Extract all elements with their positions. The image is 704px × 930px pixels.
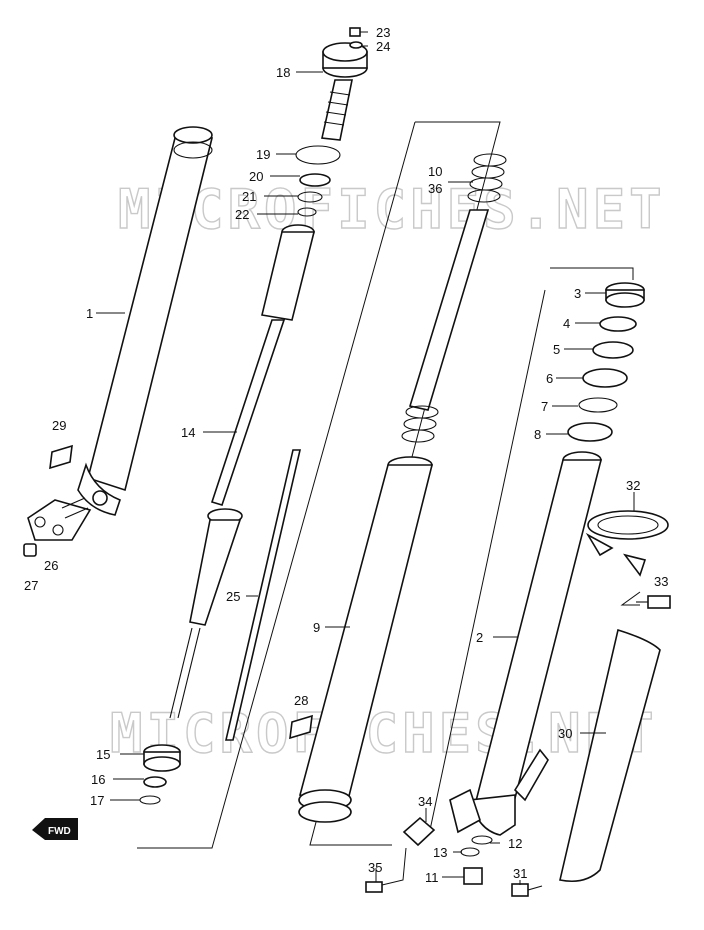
callout-19: 19: [256, 147, 270, 162]
callout-17: 17: [90, 793, 104, 808]
washer-part-24[interactable]: [349, 41, 363, 49]
callout-14: 14: [181, 425, 195, 440]
callout-29: 29: [52, 418, 66, 433]
callout-23: 23: [376, 25, 390, 40]
nut-part-27[interactable]: [23, 543, 37, 557]
o-ring-part-19[interactable]: [295, 145, 341, 165]
callout-33: 33: [654, 574, 668, 589]
ring-part-12[interactable]: [471, 835, 493, 845]
callout-13: 13: [433, 845, 447, 860]
callout-20: 20: [249, 169, 263, 184]
bolt-part-33[interactable]: [636, 595, 671, 609]
dust-seal-part-8[interactable]: [567, 422, 613, 442]
callout-30: 30: [558, 726, 572, 741]
callout-8: 8: [534, 427, 541, 442]
ring-part-22[interactable]: [297, 207, 317, 217]
rod-part-25[interactable]: [224, 449, 302, 741]
ring-part-21[interactable]: [297, 191, 323, 203]
outer-tube-part-2[interactable]: [449, 451, 603, 836]
callout-35: 35: [368, 860, 382, 875]
callout-21: 21: [242, 189, 256, 204]
fork-guard-part-30[interactable]: [559, 628, 661, 883]
ring-part-20[interactable]: [299, 173, 331, 187]
washer-part-4[interactable]: [599, 316, 637, 332]
fwd-label: FWD: [48, 826, 71, 837]
callout-34: 34: [418, 794, 432, 809]
callout-31: 31: [513, 866, 527, 881]
clip-part-7[interactable]: [578, 397, 618, 413]
callout-11: 11: [425, 870, 439, 885]
callout-18: 18: [276, 65, 290, 80]
callout-22: 22: [235, 207, 249, 222]
callout-10: 10: [428, 164, 442, 179]
ring-part-13[interactable]: [460, 847, 480, 857]
callout-36: 36: [428, 181, 442, 196]
clamp-part-32[interactable]: [585, 510, 669, 577]
callout-28: 28: [294, 693, 308, 708]
leader-lines: [96, 31, 641, 885]
screw-part-23[interactable]: [349, 27, 361, 37]
bolt-part-35[interactable]: [365, 847, 407, 893]
decal-part-29[interactable]: [49, 444, 73, 470]
callout-24: 24: [376, 39, 390, 54]
outer-tube-part-1[interactable]: [77, 126, 214, 516]
seal-part-5[interactable]: [592, 341, 634, 359]
callout-16: 16: [91, 772, 105, 787]
callout-26: 26: [44, 558, 58, 573]
callout-25: 25: [226, 589, 240, 604]
spring-part-10[interactable]: [401, 153, 507, 443]
callout-12: 12: [508, 836, 522, 851]
inner-tube-part-9[interactable]: [298, 456, 434, 823]
callout-27: 27: [24, 578, 38, 593]
oil-seal-part-6[interactable]: [582, 368, 628, 388]
callout-32: 32: [626, 478, 640, 493]
callout-6: 6: [546, 371, 553, 386]
callout-labels: 1 2 3 4 5 6 7 8 9 10 11 12 13 14 15 16 1…: [24, 25, 668, 885]
axle-holder-part-26[interactable]: [27, 497, 92, 541]
watermark-top: MICROFICHES.NET: [118, 178, 666, 241]
ring-part-16[interactable]: [143, 776, 167, 788]
ring-part-17[interactable]: [139, 795, 161, 805]
callout-9: 9: [313, 620, 320, 635]
bolt-part-31[interactable]: [511, 883, 543, 897]
bushing-part-3[interactable]: [605, 282, 645, 308]
bracket-part-34[interactable]: [402, 816, 436, 847]
callout-15: 15: [96, 747, 110, 762]
fork-cap-part-18[interactable]: [321, 42, 368, 141]
callout-2: 2: [476, 630, 483, 645]
plug-part-11[interactable]: [463, 867, 483, 885]
decal-part-28[interactable]: [289, 714, 313, 740]
bushing-part-15[interactable]: [143, 744, 181, 772]
watermark-bottom: MICROFICHES.NET: [110, 702, 658, 765]
callout-5: 5: [553, 342, 560, 357]
callout-4: 4: [563, 316, 570, 331]
callout-7: 7: [541, 399, 548, 414]
damper-rod-part-14[interactable]: [169, 224, 316, 719]
callout-3: 3: [574, 286, 581, 301]
callout-1: 1: [86, 306, 93, 321]
fwd-arrow-icon: FWD: [32, 818, 78, 840]
